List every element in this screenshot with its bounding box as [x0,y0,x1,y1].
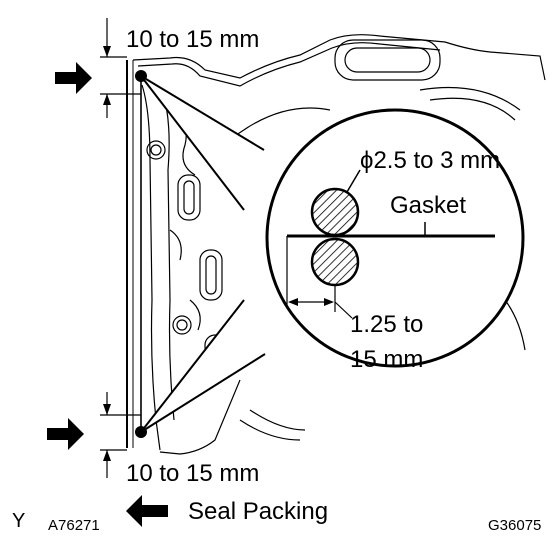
diameter-label: ϕ2.5 to 3 mm [360,147,500,174]
offset-label-line1: 1.25 to [350,311,423,338]
right-arrow-icon [47,418,84,450]
right-arrow-icon [55,62,92,94]
figure-code-right: G36075 [488,517,541,534]
magnified-detail [286,169,495,319]
offset-arrow-right [324,298,334,306]
diameter-leader [346,169,361,193]
bottom-dimension-label: 10 to 15 mm [126,460,259,487]
top-dimension-label: 10 to 15 mm [126,26,259,53]
seal-packing-legend: Seal Packing [188,498,328,525]
offset-label-line2: 15 mm [350,346,423,373]
left-arrow-icon [126,495,168,527]
top-dimension [100,18,141,118]
seal-bead-lower [310,237,360,287]
seal-bead-upper [310,187,360,237]
figure-code-left: A76271 [48,517,100,534]
corner-mark: Y [12,510,25,532]
seal-surface-edge [126,60,134,448]
offset-leader [334,301,353,319]
bottom-dimension [100,392,141,478]
offset-arrow-left [288,298,298,306]
gasket-label: Gasket [390,192,466,219]
